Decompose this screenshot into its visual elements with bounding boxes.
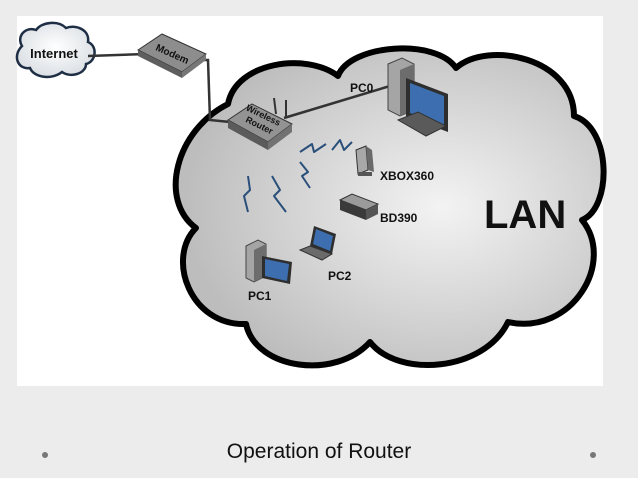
pc1-desktop-icon: PC1 — [245, 239, 292, 303]
pc0-label: PC0 — [350, 81, 374, 95]
internet-label: Internet — [30, 46, 78, 61]
right-bullet-dot — [590, 452, 596, 458]
pc1-label: PC1 — [248, 289, 272, 303]
bluray-player-icon: BD390 — [338, 193, 418, 225]
pc0-desktop-icon: PC0 — [350, 57, 448, 137]
internet-cloud-icon: Internet — [15, 21, 96, 79]
router-pc0-cable — [283, 84, 391, 120]
game-console-icon: XBOX360 — [355, 145, 434, 183]
xbox-label: XBOX360 — [380, 169, 434, 183]
pc2-label: PC2 — [328, 269, 352, 283]
slide-caption: Operation of Router — [226, 440, 412, 463]
lan-label: LAN — [484, 193, 566, 237]
pc2-laptop-icon: PC2 — [298, 226, 352, 283]
bd-label: BD390 — [380, 211, 418, 225]
left-bullet-dot — [42, 452, 48, 458]
internet-modem-cable — [87, 52, 147, 58]
wireless-signal-icon — [243, 139, 353, 213]
modem-icon: Modem — [137, 33, 207, 78]
